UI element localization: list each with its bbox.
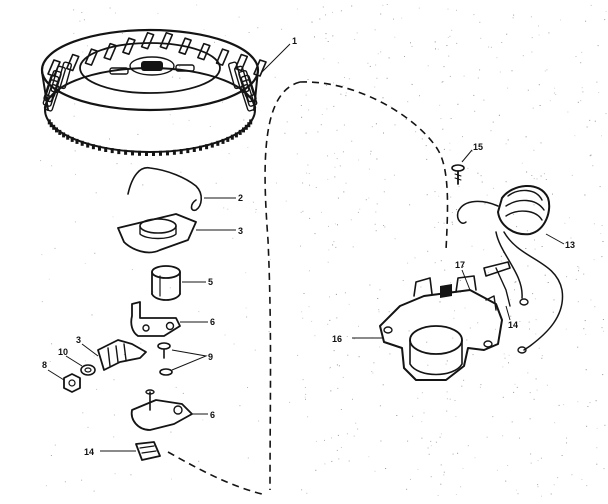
callout-spring: 2: [238, 193, 243, 203]
flywheel-icon: [40, 28, 267, 156]
callout-nut: 8: [42, 360, 47, 370]
callout-screws: 9: [208, 352, 213, 362]
bushing-icon: [151, 265, 181, 301]
washer-icon: [80, 364, 96, 376]
screw-top-icon: [451, 164, 465, 185]
callout-coil: 13: [565, 240, 575, 250]
plate-icon: [117, 213, 197, 254]
callout-plate: 3: [238, 226, 243, 236]
callout-arm: 3: [76, 335, 81, 345]
callout-screw-top: 15: [473, 142, 483, 152]
assembly-dashed-outline: [167, 81, 449, 495]
connector-icon: [495, 267, 511, 307]
arm-icon: [97, 339, 147, 371]
bracket-icon: [130, 301, 181, 337]
tab-icon: [483, 261, 511, 277]
nut-icon: [63, 373, 81, 393]
callout-flywheel: 1: [292, 36, 297, 46]
screw-icon: [157, 342, 173, 376]
speckle-texture: [40, 4, 607, 497]
callout-housing: 16: [332, 334, 342, 344]
clip-icon: [135, 441, 161, 461]
callout-mount: 6: [210, 410, 215, 420]
callout-tab: 17: [455, 260, 465, 270]
spring-icon: [127, 167, 203, 212]
housing-icon: [379, 275, 503, 381]
coil-icon: [456, 184, 564, 354]
callout-washer: 10: [58, 347, 68, 357]
callout-connector: 14: [508, 320, 518, 330]
callout-clip: 14: [84, 447, 94, 457]
callout-bracket: 6: [210, 317, 215, 327]
mount-icon: [130, 389, 193, 431]
callout-bushing: 5: [208, 277, 213, 287]
